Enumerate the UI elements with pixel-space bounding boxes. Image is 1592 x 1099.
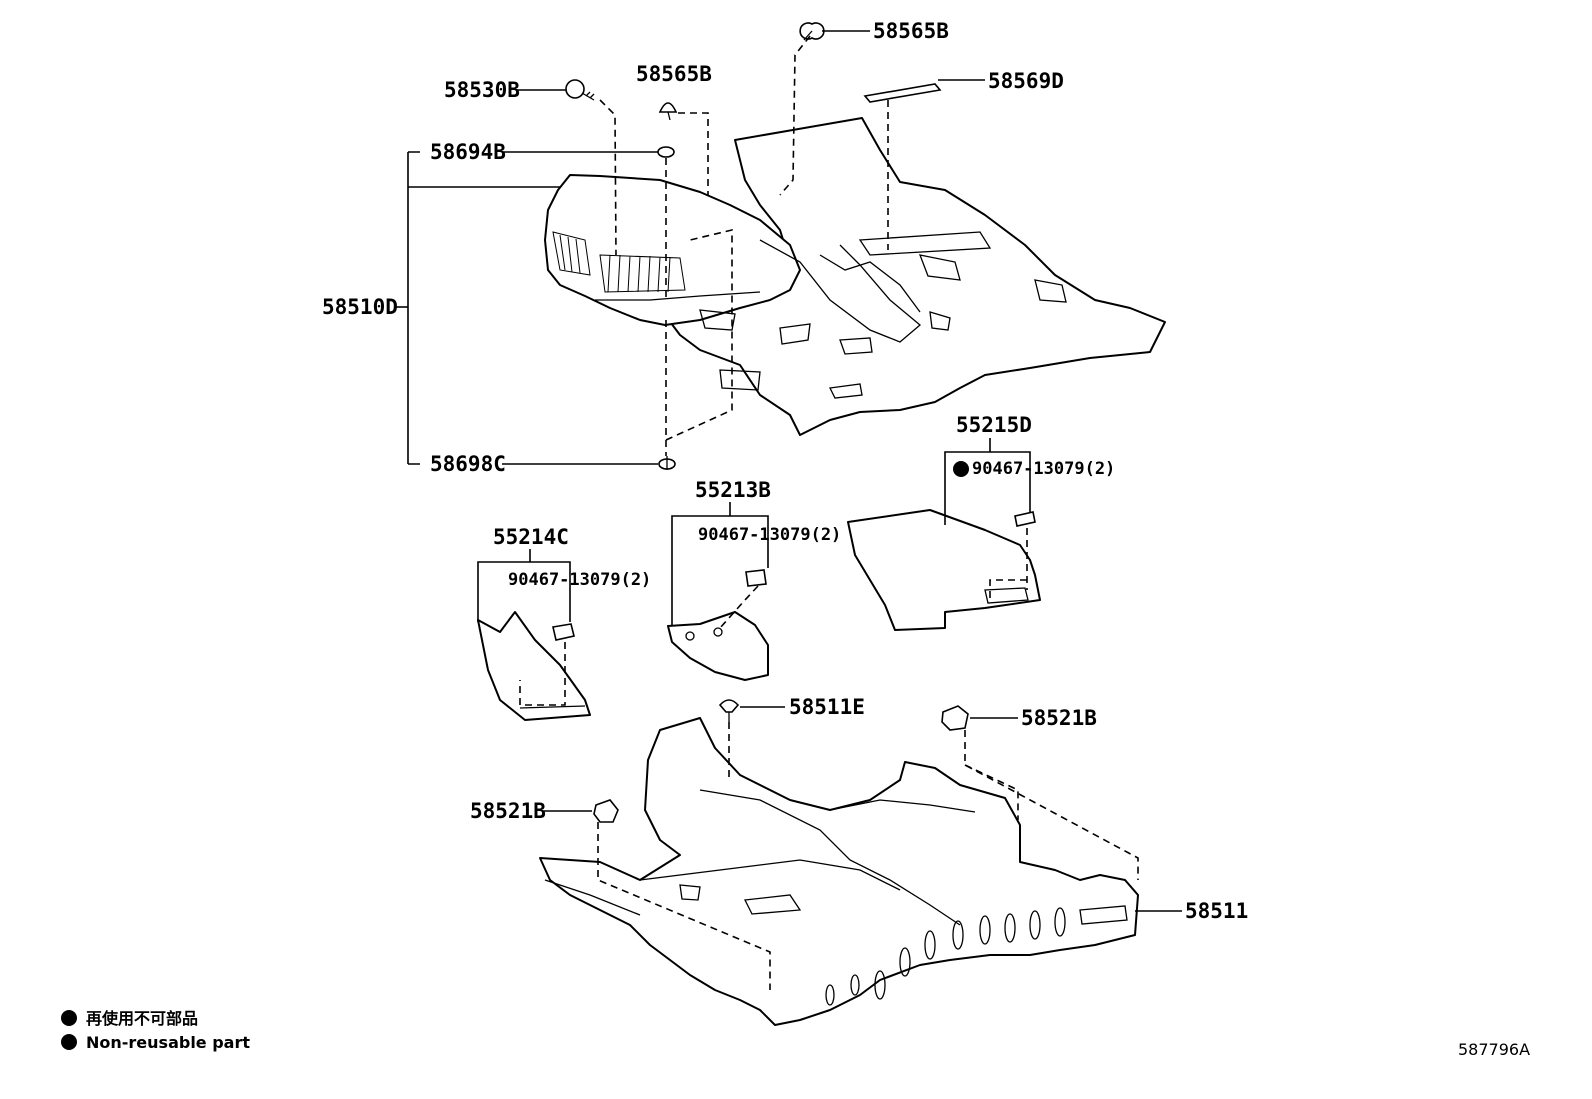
legend-bullet-icon xyxy=(61,1034,77,1050)
non-reusable-marker-icon xyxy=(953,461,969,477)
silencer-pad-55213B xyxy=(667,611,769,681)
label-90467-b: 90467-13079(2) xyxy=(698,525,841,545)
label-58511: 58511 xyxy=(1185,899,1248,923)
figure-id: 587796A xyxy=(1458,1040,1530,1059)
label-90467-d: 90467-13079(2) xyxy=(972,459,1115,479)
clip-58698C-icon xyxy=(658,456,676,470)
legend-bullet-icon xyxy=(61,1010,77,1026)
label-58521B-left: 58521B xyxy=(470,799,546,823)
clip-90467-b-icon xyxy=(745,569,767,587)
clip-58521B-left-icon xyxy=(593,799,619,823)
legend: 再使用不可部品 Non-reusable part xyxy=(61,1009,250,1052)
label-58565B-mid: 58565B xyxy=(636,62,712,86)
label-58569D: 58569D xyxy=(988,69,1064,93)
clip-90467-d-icon xyxy=(1014,511,1036,527)
label-58510D: 58510D xyxy=(322,295,398,319)
label-58521B-right: 58521B xyxy=(1021,706,1097,730)
clip-58694B-icon xyxy=(657,146,675,158)
label-55214C: 55214C xyxy=(493,525,569,549)
label-58511E: 58511E xyxy=(789,695,865,719)
label-58698C: 58698C xyxy=(430,452,506,476)
clip-58565B-mid-icon xyxy=(658,102,678,121)
clip-90467-c-icon xyxy=(552,623,575,641)
clip-58530B-icon xyxy=(565,79,595,101)
legend-line-japanese: 再使用不可部品 xyxy=(86,1009,198,1028)
clip-58511E-icon xyxy=(718,699,740,722)
legend-line-english: Non-reusable part xyxy=(86,1033,250,1052)
silencer-pad-55214C xyxy=(477,611,591,721)
label-58565B-top: 58565B xyxy=(873,19,949,43)
label-90467-c: 90467-13079(2) xyxy=(508,570,651,590)
clip-58565B-top-icon xyxy=(799,22,825,41)
label-58530B: 58530B xyxy=(444,78,520,102)
floor-carpet-58511 xyxy=(539,717,1139,1026)
floor-carpet-assembly-58510D xyxy=(544,117,1166,436)
label-58694B: 58694B xyxy=(430,140,506,164)
clip-58521B-right-icon xyxy=(941,705,969,731)
label-55215D: 55215D xyxy=(956,413,1032,437)
placement-lines xyxy=(519,35,1139,990)
label-55213B: 55213B xyxy=(695,478,771,502)
clip-58569D-icon xyxy=(863,83,942,103)
leader-lines xyxy=(395,30,1182,912)
silencer-pad-55215D xyxy=(847,509,1041,631)
